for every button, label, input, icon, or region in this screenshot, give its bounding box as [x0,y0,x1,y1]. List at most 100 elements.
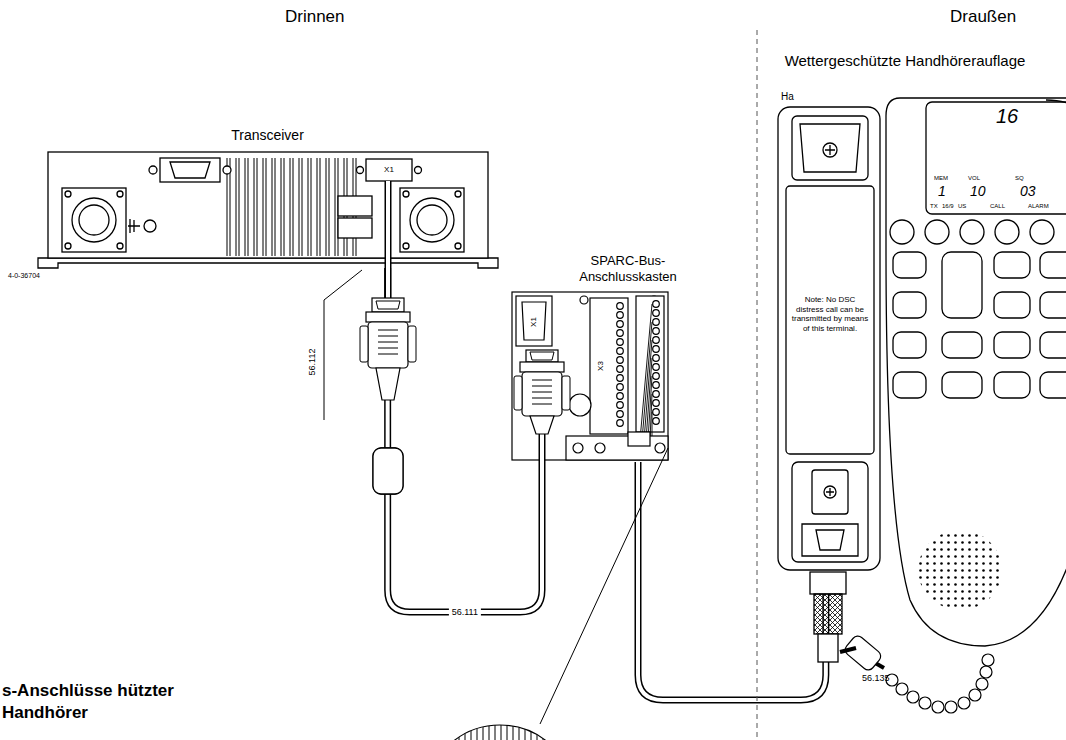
zone-label: Drinnen [285,8,345,25]
handset [1046,100,1066,104]
display-legend: SQ [1015,175,1024,181]
unit-label: SPARC-Bus-Anschlusskasten [560,253,696,284]
handset [942,372,982,398]
display-legend: US [958,203,966,209]
coiled-cord [932,701,944,713]
display-legend: TX [930,203,938,209]
zone-label: Draußen [950,8,1016,25]
leader-line [324,270,362,420]
junction-box [628,432,650,446]
junction-box [653,310,660,317]
handset [893,372,926,398]
db9-plug [526,350,558,362]
leader-line [324,270,362,420]
handset-cradle [792,116,868,180]
display-legend: MEM [934,175,948,181]
db9-plug [360,326,368,362]
junction-box [566,436,668,460]
transceiver-housing [117,243,123,249]
handset [994,292,1030,318]
display-legend: 16/9 [942,203,954,209]
handset-cradle [823,143,837,157]
display-digits: 03 [1020,184,1036,198]
junction-box [653,364,660,371]
handset-cradle: Wettergeschützte HandhörerauflageNote: N… [778,105,882,572]
transceiver-housing [38,258,498,268]
drawing-number: 4-0-36704 [8,272,40,279]
connector-name: X1 [530,317,538,327]
handset-cradle [792,462,868,562]
junction-box [522,302,546,340]
db9-plug [386,181,390,300]
handset [960,220,984,244]
junction-box [653,328,660,335]
transceiver-housing [400,188,464,252]
junction-box [653,418,660,425]
db9-plug [360,181,416,494]
display-digits: 1 [938,184,946,198]
junction-box [617,303,624,310]
divider-line [757,30,758,740]
junction-box [512,292,668,460]
junction-box [617,312,624,319]
junction-box [573,443,583,453]
transceiver-housing [338,218,372,238]
junction-box [653,382,660,389]
transceiver-housing [128,219,140,233]
transceiver-housing [410,198,454,242]
display-legend: CALL [990,203,1005,209]
junction-box [653,319,660,326]
db9-plug [562,376,570,410]
handset [994,372,1030,398]
transceiver-housing [117,191,123,197]
junction-box [653,373,660,380]
warning-note: Note: No DSC distress call can be transm… [790,295,870,333]
handset [890,220,914,244]
junction-box [580,296,588,304]
coiled-cord [843,634,883,673]
db9-plug [376,301,400,309]
handset [942,332,982,358]
transceiver-housing [223,166,231,174]
transceiver-housing [455,243,461,249]
display-legend: ALARM [1028,203,1049,209]
handset [994,252,1030,278]
junction-box [617,357,624,364]
handset [893,252,926,278]
coiled-cord [980,666,992,678]
handset-cradle [786,186,874,454]
handset-cradle [810,572,846,594]
handset-cradle [826,488,834,496]
junction-box [617,321,624,328]
detail-circle [540,448,668,724]
transceiver-housing [403,191,409,197]
junction-box [617,330,624,337]
handset [893,332,926,358]
db9-plug [530,352,554,360]
cable-number: 56.112 [308,349,317,376]
figure-title: s-Anschlüsse hützter Handhörer [2,680,174,724]
db9-plug [408,326,416,362]
transceiver-housing [403,243,409,249]
handset-cradle [825,145,835,155]
transceiver-housing [455,191,461,197]
handset-cradle [824,486,836,498]
transceiver-housing [415,167,422,174]
db9-plug [372,298,404,312]
cable-number: 56.135 [862,674,890,683]
db9-plug [520,362,564,372]
junction-box [595,443,605,453]
junction-box [617,411,624,418]
junction-box [512,292,668,460]
transceiver-housing [72,198,116,242]
db9-plug [368,322,408,368]
db9-plug [539,430,546,462]
junction-box [640,304,652,440]
transceiver-housing [366,159,412,181]
transceiver-unit: Transceiver [45,152,490,268]
db9-plug [522,372,562,416]
coiled-cord [840,648,856,652]
connector-name: X1 [384,166,394,174]
coiled-cord [907,691,919,703]
